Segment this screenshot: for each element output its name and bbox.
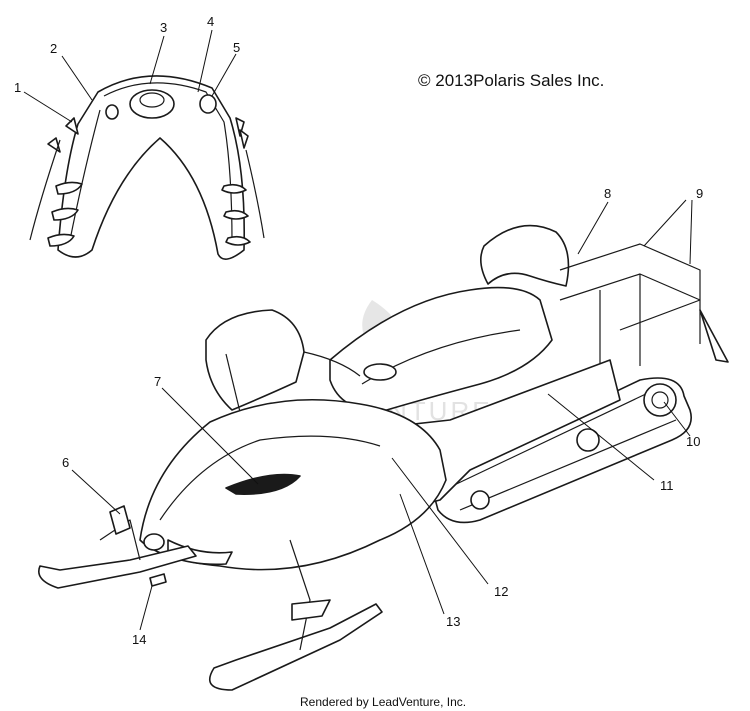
callout-12: 12	[494, 584, 508, 599]
callout-11: 11	[660, 478, 674, 493]
callout-3: 3	[160, 20, 167, 35]
callout-4: 4	[207, 14, 214, 29]
callout-5: 5	[233, 40, 240, 55]
callout-9: 9	[696, 186, 703, 201]
callout-8: 8	[604, 186, 611, 201]
callout-1: 1	[14, 80, 21, 95]
callout-14: 14	[132, 632, 146, 647]
copyright-text: © 2013Polaris Sales Inc.	[418, 71, 604, 90]
callouts: 1 2 3 4 5 6 7 8 9 10 11 12 13 14	[14, 14, 703, 647]
callout-6: 6	[62, 455, 69, 470]
leader-lines	[23, 29, 693, 631]
footer-text: Rendered by LeadVenture, Inc.	[300, 695, 466, 709]
hood-panel-drawing	[29, 75, 265, 260]
callout-13: 13	[446, 614, 460, 629]
callout-2: 2	[50, 41, 57, 56]
callout-7: 7	[154, 374, 161, 389]
callout-10: 10	[686, 434, 700, 449]
